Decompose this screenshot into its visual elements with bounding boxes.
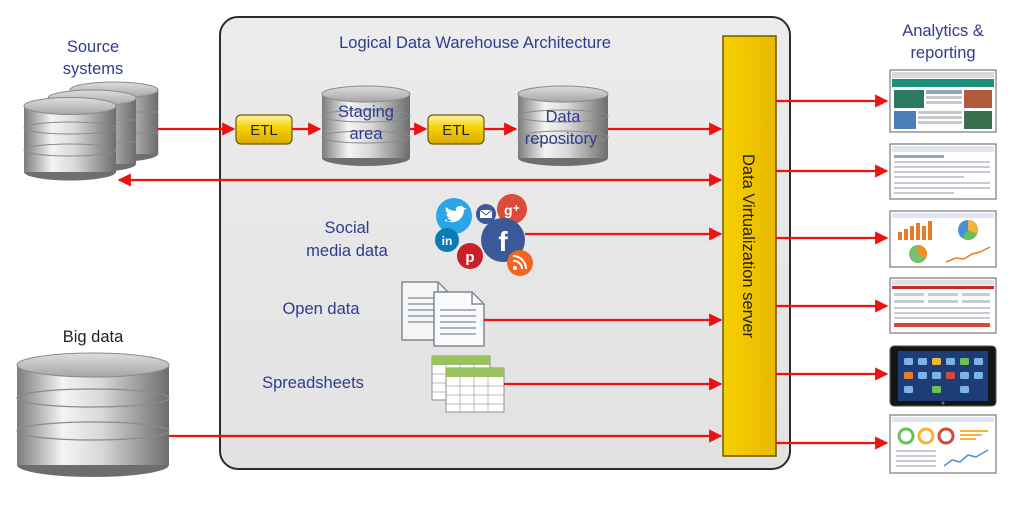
architecture-title: Logical Data Warehouse Architecture	[339, 34, 611, 52]
open-data-label: Open data	[282, 300, 360, 318]
email-icon	[476, 204, 496, 224]
staging-area-label-line1: Staging	[338, 103, 394, 121]
spreadsheet-icon	[431, 355, 505, 413]
big-data-database-icon	[16, 352, 170, 477]
big-data-label: Big data	[63, 328, 124, 346]
social-media-label-line2: media data	[306, 242, 388, 260]
svg-text:in: in	[442, 234, 453, 248]
linkedin-icon: in	[435, 228, 459, 252]
svg-text:p: p	[465, 249, 474, 266]
report-thumbnail-form	[889, 277, 997, 334]
rss-icon	[507, 250, 533, 276]
svg-text:g⁺: g⁺	[504, 202, 520, 218]
report-thumbnail-chart-dashboard	[889, 210, 997, 268]
social-media-label-line1: Social	[325, 219, 370, 237]
data-virtualization-server-bar	[722, 35, 777, 457]
etl-label-2: ETL	[442, 122, 470, 139]
data-repository-database-icon	[517, 85, 609, 166]
facebook-icon: f	[481, 218, 525, 262]
source-systems-database-icon	[23, 81, 159, 181]
open-data-document-icon	[401, 281, 485, 347]
google-plus-icon: g⁺	[497, 194, 527, 224]
staging-area-label-line2: area	[349, 125, 383, 143]
data-virtualization-server-label: Data Virtualization server	[739, 154, 757, 339]
spreadsheets-label: Spreadsheets	[262, 374, 364, 392]
source-systems-label-line2: systems	[63, 60, 124, 78]
pinterest-icon: p	[457, 243, 483, 269]
report-thumbnail-web-portal	[889, 69, 997, 133]
data-repository-label-line2: repository	[525, 130, 598, 148]
svg-text:f: f	[498, 226, 508, 257]
analytics-label-line2: reporting	[910, 44, 975, 62]
staging-area-database-icon	[321, 85, 411, 166]
report-thumbnail-tablet	[889, 345, 997, 407]
data-flow-arrows	[117, 94, 889, 450]
source-systems-label-line1: Source	[67, 38, 119, 56]
report-thumbnail-gauge-dashboard	[889, 414, 997, 474]
analytics-label-line1: Analytics &	[902, 22, 984, 40]
twitter-icon	[436, 198, 472, 234]
social-media-icons: g⁺ in f p	[435, 194, 533, 276]
etl-label-1: ETL	[250, 122, 278, 139]
report-thumbnail-text-report	[889, 143, 997, 200]
data-repository-label-line1: Data	[546, 108, 582, 126]
